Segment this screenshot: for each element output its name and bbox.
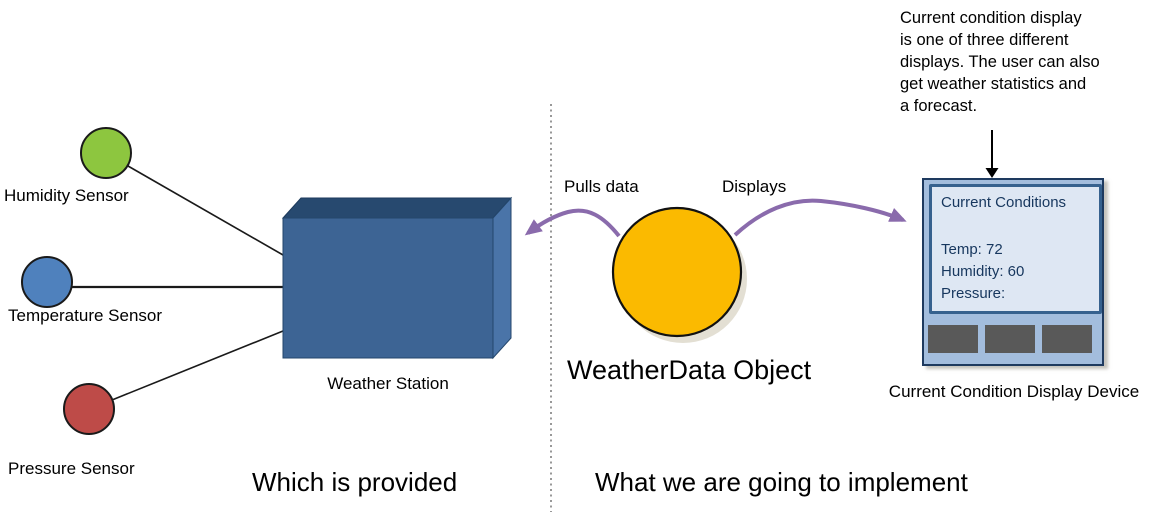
humidity-sensor-circle bbox=[80, 127, 132, 179]
pressure-sensor-label: Pressure Sensor bbox=[8, 459, 135, 478]
current-condition-display-device: Current Conditions Temp: 72 Humidity: 60… bbox=[922, 178, 1104, 366]
displays-arrow bbox=[733, 198, 907, 237]
annotation-line: get weather statistics and bbox=[900, 75, 1087, 93]
weather-station-top-face bbox=[281, 197, 513, 219]
humidity-reading: Humidity: 60 bbox=[941, 263, 1025, 280]
humidity-connector-line bbox=[127, 165, 284, 256]
annotation-line: a forecast. bbox=[900, 97, 978, 115]
displays-label: Displays bbox=[722, 177, 787, 196]
weather-station-box bbox=[281, 196, 513, 360]
annotation-text: Current condition display is one of thre… bbox=[900, 7, 1135, 117]
device-button bbox=[928, 325, 978, 353]
device-buttons bbox=[928, 325, 1092, 353]
weatherdata-circle bbox=[611, 206, 743, 338]
pulls-data-arrow bbox=[524, 208, 621, 238]
temperature-sensor-label: Temperature Sensor bbox=[8, 306, 163, 325]
annotation-arrow bbox=[985, 130, 999, 178]
device-button bbox=[1042, 325, 1092, 353]
annotation-line: is one of three different bbox=[900, 31, 1069, 49]
pressure-reading: Pressure: bbox=[941, 285, 1006, 302]
weather-station-label: Weather Station bbox=[327, 374, 449, 393]
weather-station-side-face bbox=[492, 196, 512, 360]
pulls-data-label: Pulls data bbox=[564, 177, 639, 196]
device-button bbox=[985, 325, 1035, 353]
pressure-sensor-circle bbox=[63, 383, 115, 435]
right-section-caption: What we are going to implement bbox=[595, 467, 968, 497]
temperature-sensor-circle bbox=[21, 256, 73, 308]
left-section-caption: Which is provided bbox=[252, 467, 458, 497]
device-screen-text: Current Conditions Temp: 72 Humidity: 60… bbox=[941, 193, 1099, 305]
device-screen: Current Conditions Temp: 72 Humidity: 60… bbox=[929, 184, 1102, 314]
pressure-connector-line bbox=[111, 330, 284, 401]
device-caption: Current Condition Display Device bbox=[888, 382, 1140, 401]
weather-station-front-face bbox=[282, 217, 494, 359]
humidity-sensor-label: Humidity Sensor bbox=[4, 186, 129, 205]
weatherdata-object-label: WeatherData Object bbox=[567, 355, 812, 385]
temp-reading: Temp: 72 bbox=[941, 241, 1003, 258]
annotation-line: displays. The user can also bbox=[900, 53, 1100, 71]
annotation-line: Current condition display bbox=[900, 9, 1082, 27]
screen-title: Current Conditions bbox=[941, 194, 1067, 211]
